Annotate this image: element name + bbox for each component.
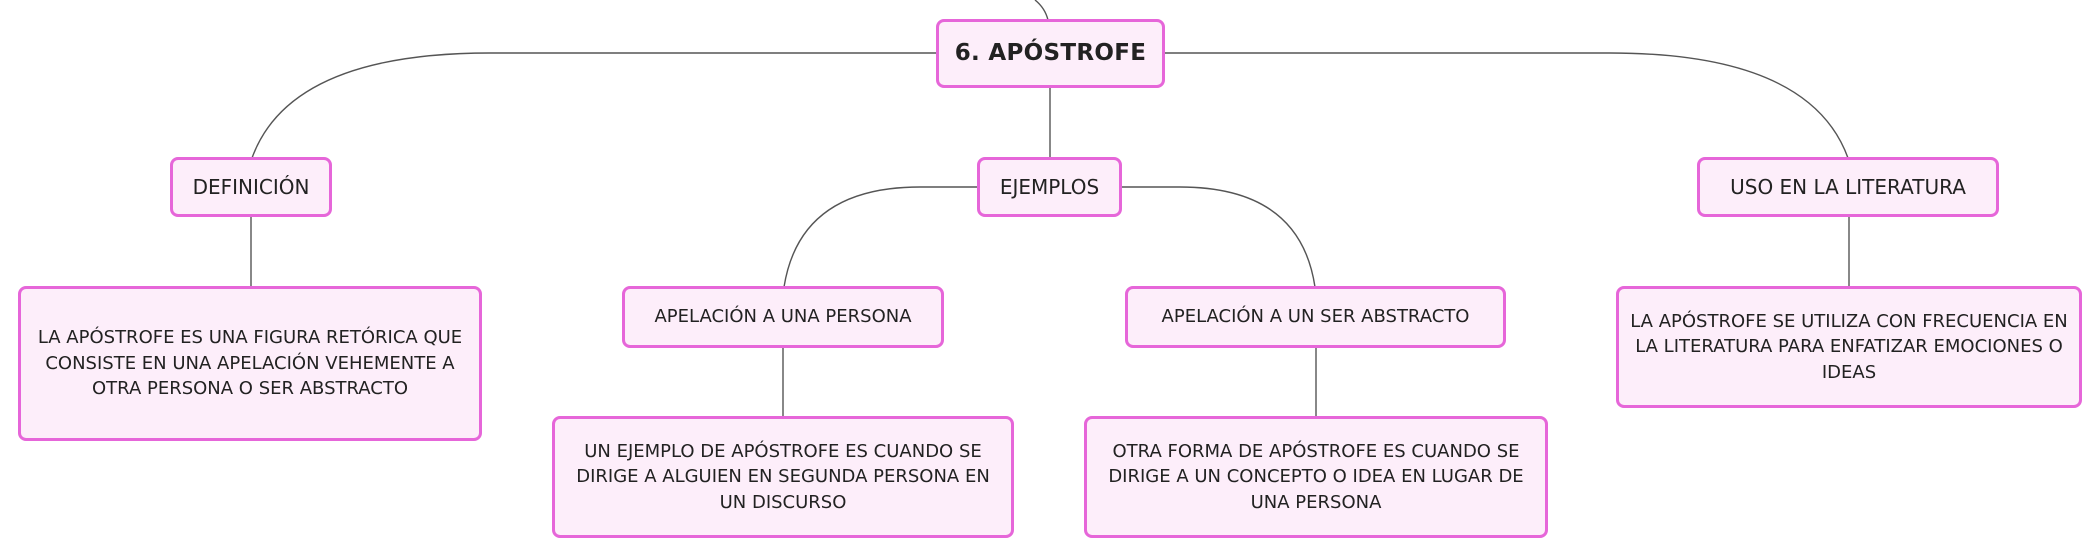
definicion-text: LA APÓSTROFE ES UNA FIGURA RETÓRICA QUE … [37,327,463,400]
node-apelacion-abstracto[interactable]: APELACIÓN A UN SER ABSTRACTO [1125,286,1506,348]
abstracto-text: OTRA FORMA DE APÓSTROFE ES CUANDO SE DIR… [1108,440,1524,513]
connector-root-definicion [251,52,938,159]
abstracto-label: APELACIÓN A UN SER ABSTRACTO [1161,306,1470,328]
connector-ejemplos-abstracto [1120,186,1316,288]
uso-label: USO EN LA LITERATURA [1730,174,1966,199]
connector-root-uso [1162,52,1849,159]
node-definicion-text[interactable]: LA APÓSTROFE ES UNA FIGURA RETÓRICA QUE … [18,286,482,441]
definicion-label: DEFINICIÓN [192,174,310,199]
node-uso-literatura[interactable]: USO EN LA LITERATURA [1697,157,1999,217]
node-uso-text[interactable]: LA APÓSTROFE SE UTILIZA CON FRECUENCIA E… [1616,286,2082,408]
ejemplos-label: EJEMPLOS [999,174,1100,199]
root-node[interactable]: 6. APÓSTROFE [936,19,1165,88]
node-ejemplos[interactable]: EJEMPLOS [977,157,1122,217]
root-label: 6. APÓSTROFE [954,40,1147,67]
persona-label: APELACIÓN A UNA PERSONA [654,306,912,328]
connector-to-parent [1034,0,1049,21]
node-apelacion-persona[interactable]: APELACIÓN A UNA PERSONA [622,286,944,348]
node-abstracto-text[interactable]: OTRA FORMA DE APÓSTROFE ES CUANDO SE DIR… [1084,416,1548,538]
node-definicion[interactable]: DEFINICIÓN [170,157,332,217]
connector-ejemplos-persona [783,186,980,288]
node-persona-text[interactable]: UN EJEMPLO DE APÓSTROFE ES CUANDO SE DIR… [552,416,1014,538]
uso-text: LA APÓSTROFE SE UTILIZA CON FRECUENCIA E… [1630,310,2068,383]
persona-text: UN EJEMPLO DE APÓSTROFE ES CUANDO SE DIR… [576,440,990,513]
